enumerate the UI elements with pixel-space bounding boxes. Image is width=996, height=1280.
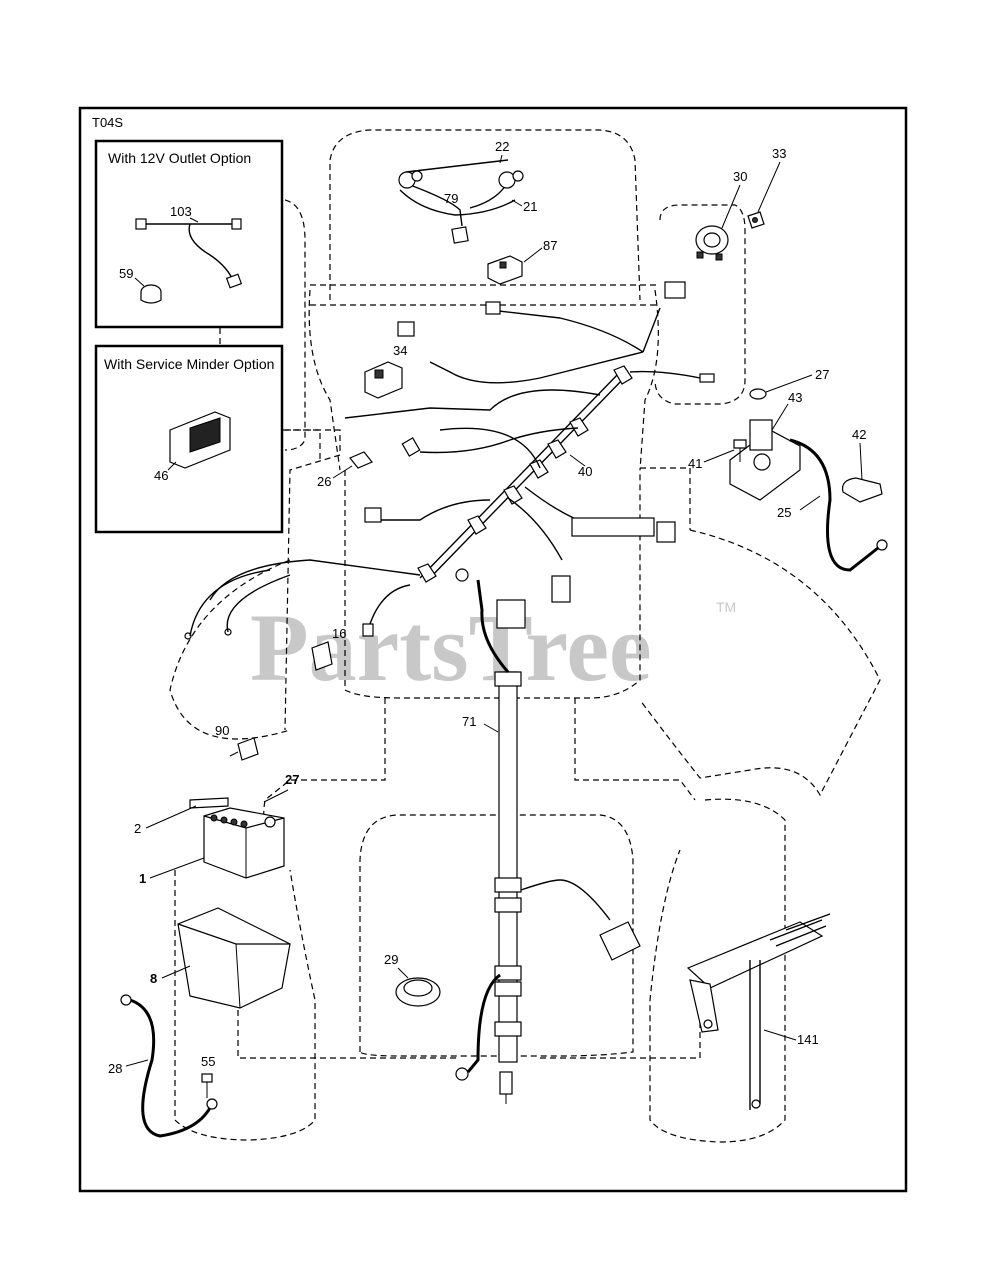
callout-28: 28: [108, 1061, 122, 1076]
part-141-group: 141: [686, 913, 831, 1110]
harness-71: 71: [455, 568, 641, 1104]
callout-40: 40: [578, 464, 592, 479]
battery-group: 1 2 27 8 28 55: [108, 772, 299, 1138]
callout-27-bolt: 27: [285, 772, 299, 787]
inset-12v-outlet-title: With 12V Outlet Option: [108, 150, 251, 166]
part-29: 29: [384, 952, 441, 1007]
inset-service-minder-title: With Service Minder Option: [104, 356, 274, 372]
callout-71: 71: [462, 714, 476, 729]
callout-46: 46: [154, 468, 168, 483]
watermark-trademark: TM: [716, 599, 736, 615]
callout-25: 25: [777, 505, 791, 520]
callout-26: 26: [317, 474, 331, 489]
callout-55: 55: [201, 1054, 215, 1069]
callout-41: 41: [688, 456, 702, 471]
part-34-switch: 34: [364, 343, 407, 399]
callout-141: 141: [797, 1032, 819, 1047]
callout-21: 21: [523, 199, 537, 214]
inset-12v-outlet: With 12V Outlet Option 103 59: [94, 139, 284, 329]
callout-16: 16: [332, 626, 346, 641]
callout-27-nut: 27: [815, 367, 829, 382]
callout-2: 2: [134, 821, 141, 836]
part-30-ignition-switch: 30: [695, 169, 747, 261]
callout-90: 90: [215, 723, 229, 738]
callout-42: 42: [852, 427, 866, 442]
callout-34: 34: [393, 343, 407, 358]
callout-103: 103: [170, 204, 192, 219]
callout-29: 29: [384, 952, 398, 967]
callout-8: 8: [150, 971, 157, 986]
watermark: PartsTree: [250, 594, 652, 701]
part-26-fuse: 26: [317, 451, 373, 489]
part-16-relay: 16: [311, 626, 346, 671]
callout-22: 22: [495, 139, 509, 154]
callout-30: 30: [733, 169, 747, 184]
callout-79: 79: [444, 191, 458, 206]
callout-87: 87: [543, 238, 557, 253]
diagram-frame: [78, 106, 908, 1193]
headlight-harness: 22 79 21: [398, 139, 537, 244]
part-33-key: 33: [747, 146, 786, 229]
callout-33: 33: [772, 146, 786, 161]
part-87-switch: 87: [487, 238, 557, 285]
main-harness-40: 40: [184, 281, 715, 640]
tractor-outline: [169, 129, 881, 1143]
callout-59: 59: [119, 266, 133, 281]
diagram-code: T04S: [92, 115, 123, 130]
callout-43: 43: [788, 390, 802, 405]
part-90: 90: [215, 723, 259, 761]
solenoid-group: 27 43 41 42 25: [688, 367, 888, 572]
inset-service-minder: With Service Minder Option 46: [94, 344, 284, 534]
callout-1: 1: [139, 871, 146, 886]
